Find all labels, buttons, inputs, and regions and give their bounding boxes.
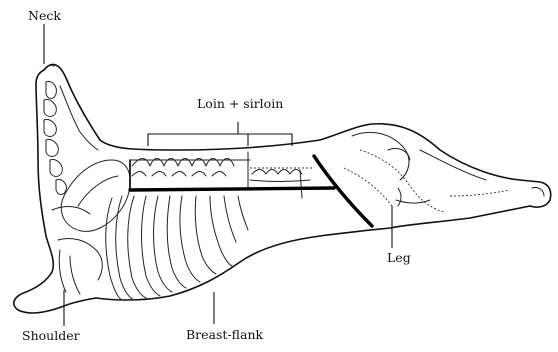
leg-cut-line — [314, 156, 372, 226]
leg-detail — [344, 132, 544, 212]
leg-label: Leg — [387, 252, 411, 265]
cut-lines — [130, 156, 372, 226]
loin-cut-line — [130, 188, 334, 190]
shoulder-label: Shoulder — [22, 330, 80, 343]
shoulder-blade — [52, 160, 130, 294]
breast-flank-label: Breast-flank — [186, 329, 263, 342]
ribs — [106, 196, 248, 300]
loin-bracket — [148, 122, 292, 146]
neck-label: Neck — [28, 10, 61, 23]
leader-lines — [44, 24, 392, 326]
loin-sirloin-label: Loin + sirloin — [197, 98, 283, 111]
neck-vertebrae — [44, 82, 98, 195]
